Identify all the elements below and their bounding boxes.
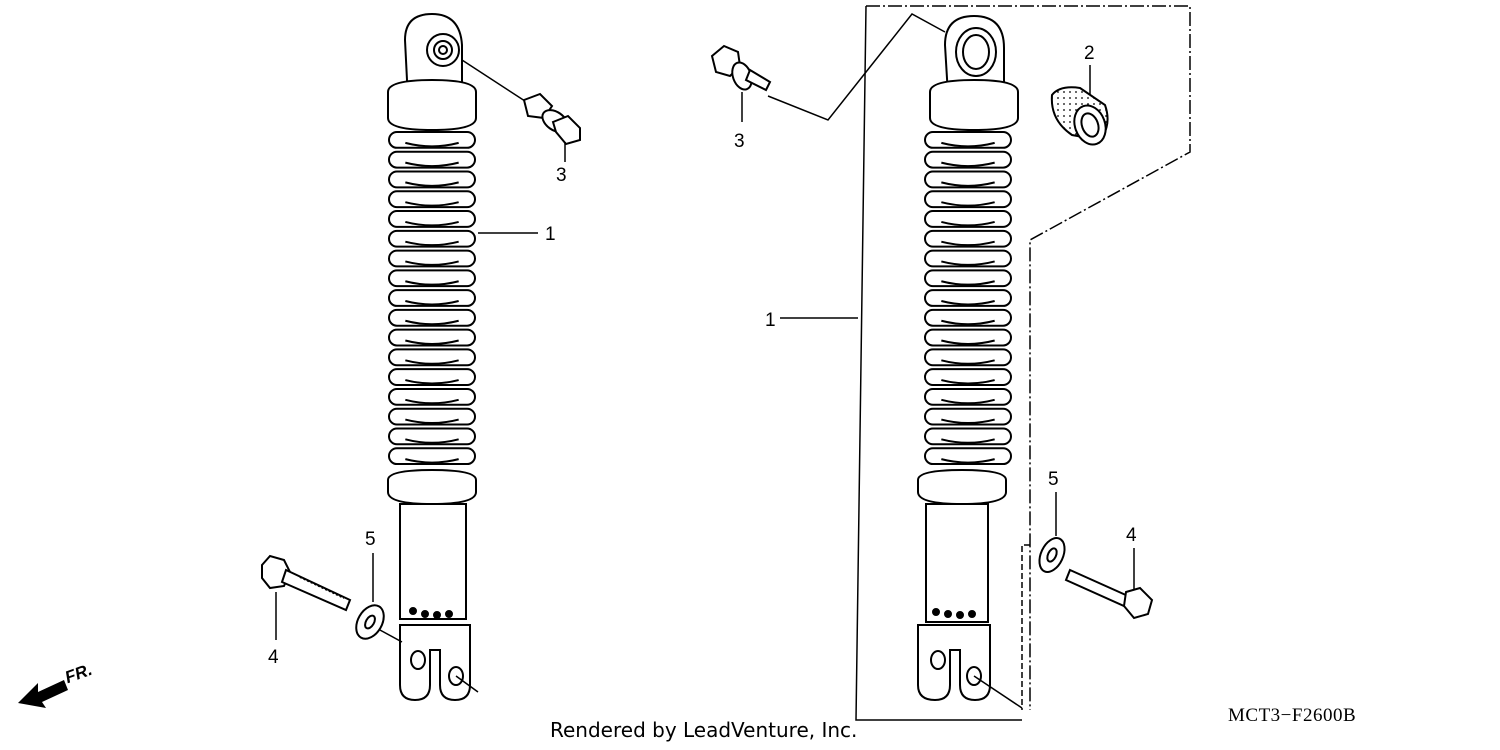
spring-coil-inner — [941, 379, 995, 385]
spring-coil-inner — [941, 141, 995, 148]
right-assembly-outline — [855, 5, 1191, 721]
footer-credit: Rendered by LeadVenture, Inc. — [550, 718, 858, 742]
spring-coil-inner — [405, 319, 459, 326]
left-shock-absorber — [387, 12, 477, 702]
spring-coil-inner — [941, 260, 995, 266]
right-washer-5 — [1038, 492, 1066, 573]
right-shock-absorber — [917, 14, 1019, 702]
left-bolt-3 — [461, 59, 581, 162]
left-washer-5 — [355, 553, 479, 693]
spring-coil-inner — [405, 418, 459, 425]
spring-coil-inner — [405, 398, 459, 405]
spring-coil-inner — [941, 220, 995, 227]
callout-left-5: 5 — [365, 529, 376, 550]
spring-coil-inner — [941, 181, 995, 187]
spring-coil-inner — [405, 260, 459, 266]
spring-coil-inner — [405, 359, 459, 365]
diagram-code: MCT3−F2600B — [1228, 705, 1357, 726]
front-direction-arrow-icon — [18, 680, 68, 708]
spring-coil-inner — [941, 161, 995, 168]
right-bushing-2 — [1050, 65, 1109, 146]
spring-coil-inner — [405, 161, 459, 168]
spring-coil-inner — [405, 438, 459, 444]
callout-right-5: 5 — [1048, 469, 1059, 490]
spring-coil-inner — [405, 300, 459, 306]
callout-right-3: 3 — [734, 131, 745, 152]
spring-coil-inner — [941, 458, 995, 464]
spring-coil-inner — [941, 201, 995, 207]
spring-coil-inner — [405, 458, 459, 464]
spring-coil-inner — [941, 418, 995, 425]
spring-coil-inner — [405, 201, 459, 207]
spring-coil-inner — [405, 280, 459, 286]
callout-left-1: 1 — [545, 224, 556, 245]
spring-coil-inner — [405, 240, 459, 247]
right-leaders — [767, 13, 1023, 709]
callout-right-1: 1 — [765, 310, 776, 331]
spring-coil-inner — [405, 339, 459, 345]
spring-coil-inner — [941, 280, 995, 286]
spring-coil-inner — [405, 181, 459, 187]
left-bolt-4 — [261, 554, 352, 640]
spring-coil-inner — [941, 339, 995, 345]
right-bolt-3 — [710, 44, 772, 122]
spring-coil-inner — [941, 359, 995, 365]
callout-right-2: 2 — [1084, 43, 1095, 64]
spring-coil-inner — [941, 240, 995, 247]
spring-coil-inner — [405, 141, 459, 148]
spring-coil-inner — [405, 220, 459, 227]
spring-coil-inner — [941, 398, 995, 405]
spring-coil-inner — [941, 438, 995, 444]
callout-left-4: 4 — [268, 647, 279, 668]
callout-right-4: 4 — [1126, 525, 1137, 546]
right-bolt-4 — [1064, 548, 1154, 620]
spring-coil-inner — [941, 300, 995, 306]
spring-coil-inner — [405, 379, 459, 385]
callout-left-3: 3 — [556, 165, 567, 186]
spring-coil-inner — [941, 319, 995, 326]
